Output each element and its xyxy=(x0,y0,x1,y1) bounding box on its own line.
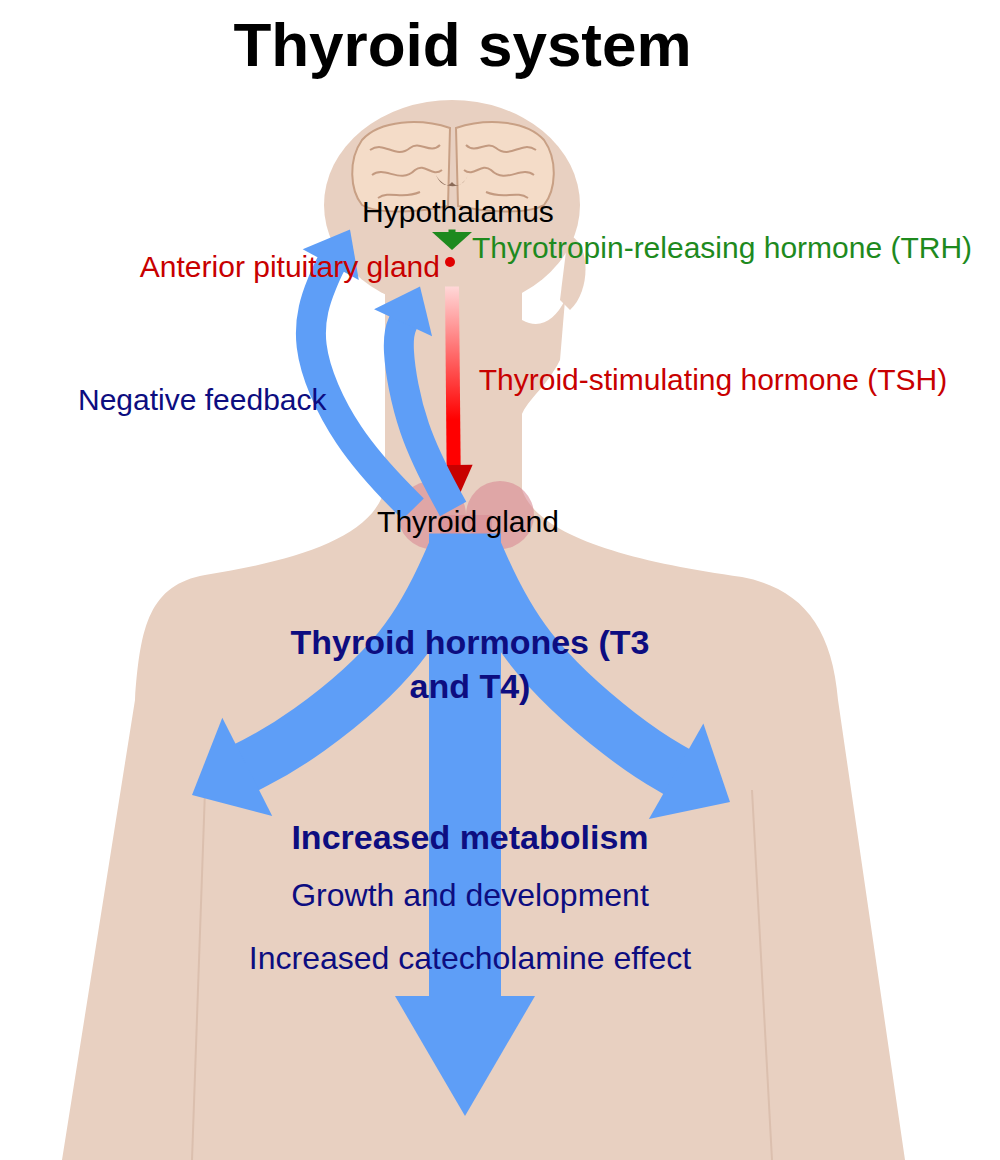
negative-feedback-arrow-shaft xyxy=(399,321,453,509)
effect-text: Increased catecholamine effect xyxy=(190,940,750,977)
effect-text: Growth and development xyxy=(190,877,750,914)
organ-label: Anterior pituitary gland xyxy=(140,250,440,285)
organ-label: Thyroid gland xyxy=(377,505,559,540)
diagram-title: Thyroid system xyxy=(0,8,925,82)
thyroid-hormone-arrow-head xyxy=(395,996,535,1116)
torso xyxy=(62,480,905,1160)
trh-arrow xyxy=(432,230,472,251)
brain-folds xyxy=(370,145,536,198)
ventricles xyxy=(436,175,468,186)
effects-group: Increased metabolismGrowth and developme… xyxy=(190,818,750,1120)
organ-label: Hypothalamus xyxy=(362,195,554,230)
thyroid-hormone-arrow-shaft xyxy=(429,534,501,999)
hormone-branch-head xyxy=(649,724,730,820)
tsh-arrow-shaft xyxy=(452,287,454,468)
hormone-branch-head xyxy=(192,718,272,816)
negative-feedback-arrow xyxy=(374,287,453,510)
trh-arrow-head xyxy=(432,232,472,250)
effect-heading: Increased metabolism xyxy=(190,818,750,857)
organ-node: Hypothalamus xyxy=(358,195,558,230)
edge-label: Thyrotropin-releasing hormone (TRH) xyxy=(462,228,982,267)
edge-label: Thyroid-stimulating hormone (TSH) xyxy=(468,360,958,399)
organ-node: Anterior pituitary gland xyxy=(136,250,460,285)
organ-node: Thyroid gland xyxy=(373,505,563,540)
pituitary-dot xyxy=(445,257,455,267)
edge-label: Negative feedback xyxy=(78,380,398,419)
hormone-label: Thyroid hormones (T3 and T4) xyxy=(280,620,660,708)
negative-feedback-arrow-head xyxy=(374,287,432,337)
